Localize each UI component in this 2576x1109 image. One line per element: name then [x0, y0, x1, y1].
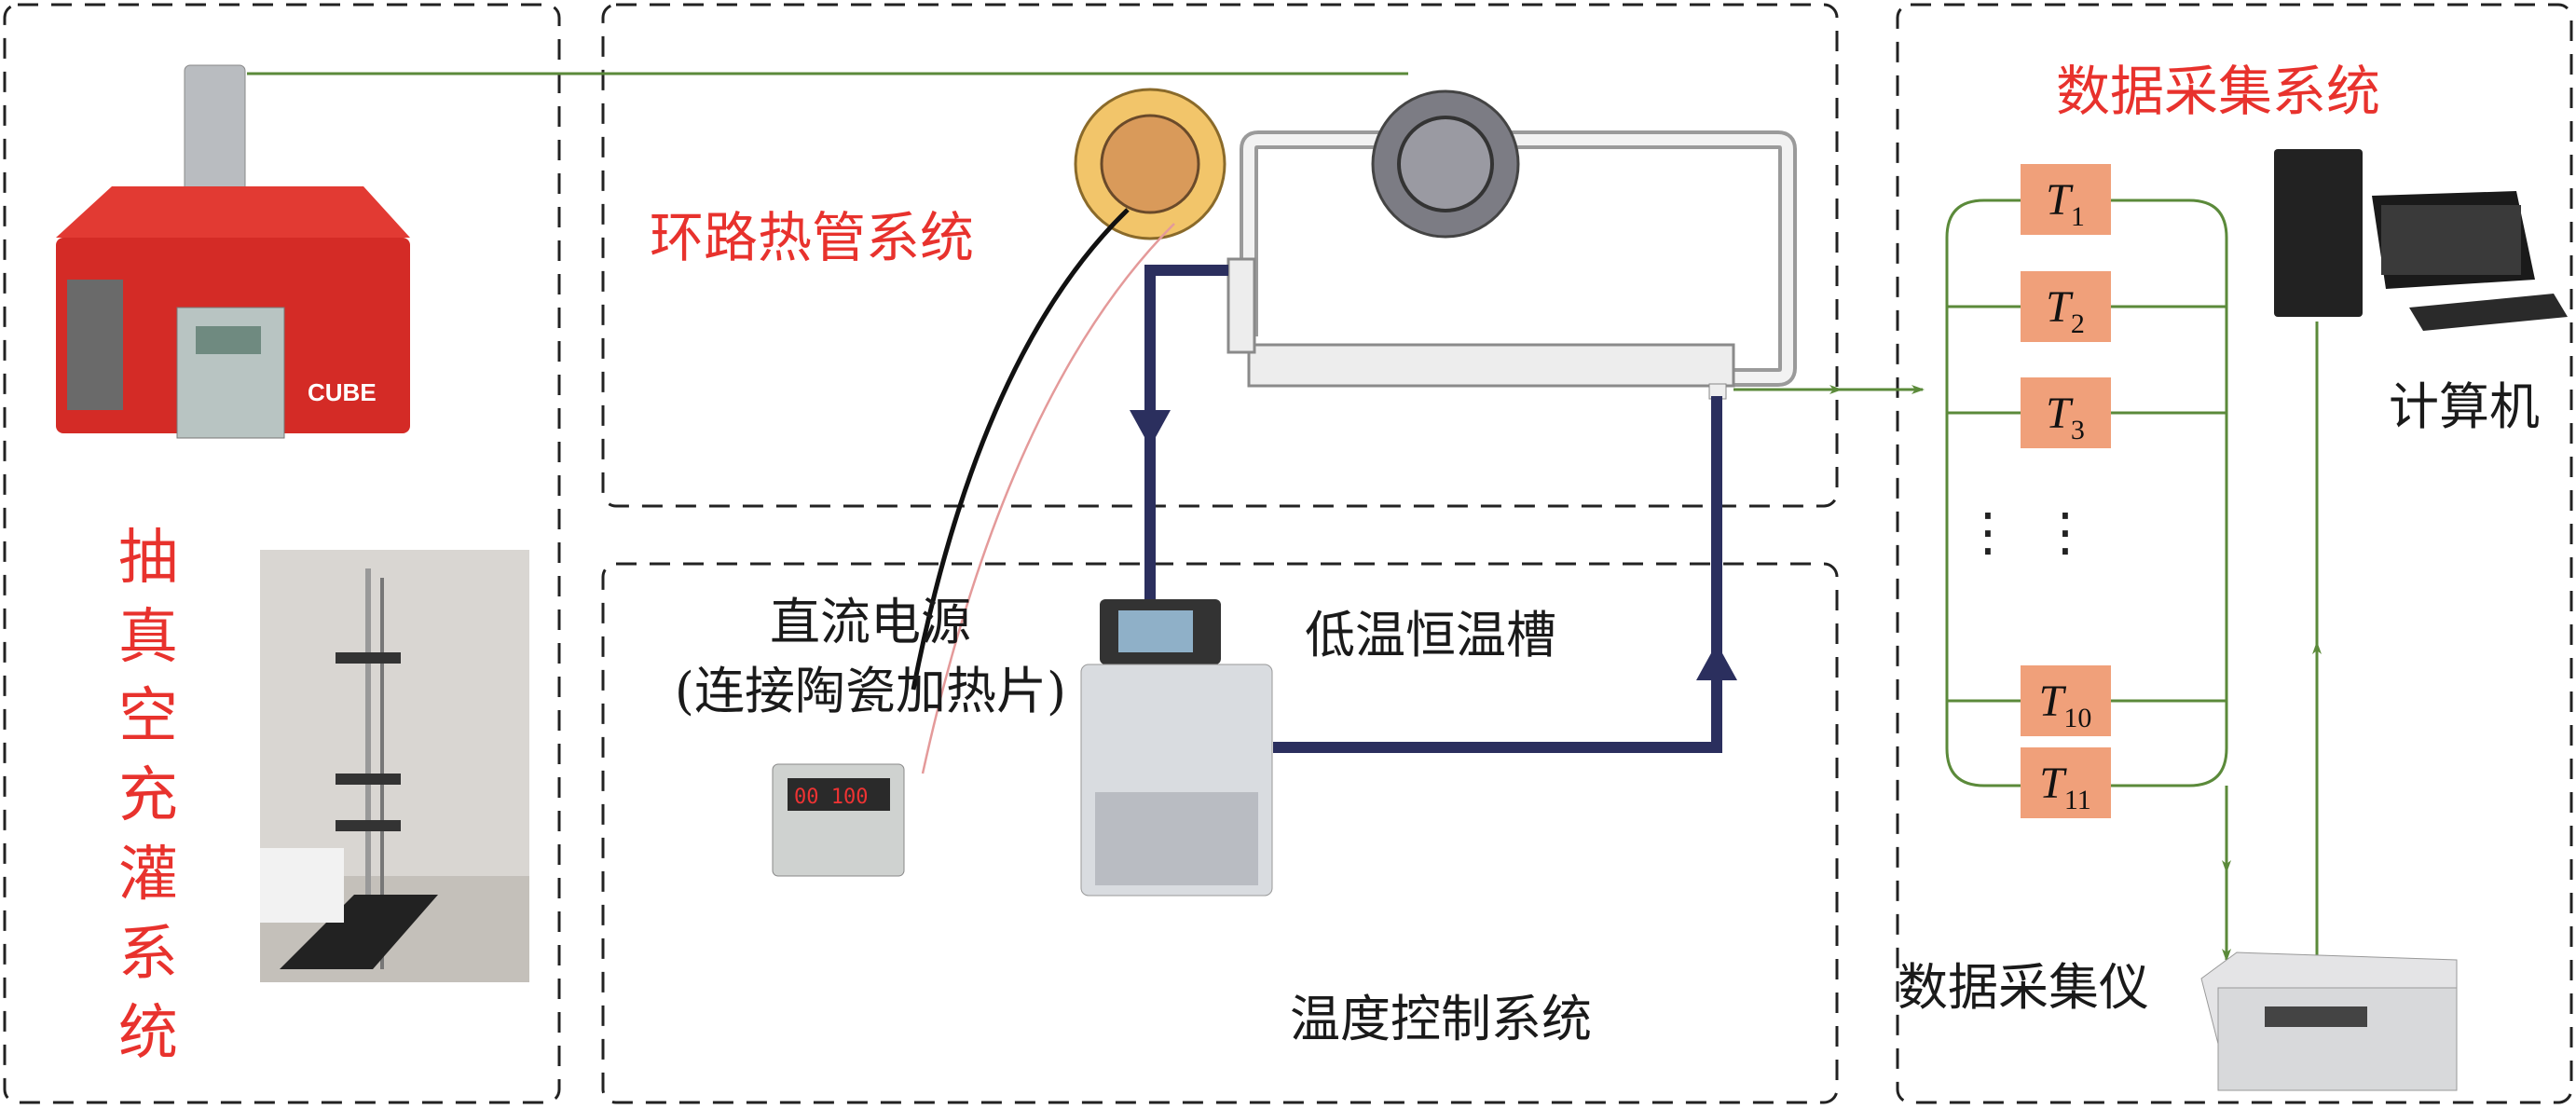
- loop-panel: [601, 3, 1839, 508]
- vacuum-panel: [3, 3, 561, 1104]
- thermostat-label: 低温恒温槽: [1305, 606, 1556, 664]
- svg-text:CUBE: CUBE: [308, 378, 377, 406]
- computer-image: [2274, 149, 2568, 331]
- sensor-bus: [1945, 199, 2322, 962]
- svg-text:灌: 灌: [118, 841, 178, 910]
- svg-text:T10: T10: [2039, 677, 2092, 733]
- data-logger-label: 数据采集仪: [1898, 958, 2149, 1017]
- sensor-t3: T3: [2021, 377, 2111, 448]
- sensor-t1: T1: [2021, 164, 2111, 235]
- sensor-t2: T2: [2021, 271, 2111, 342]
- svg-text:充: 充: [118, 761, 178, 830]
- vacuum-pump-image: CUBE: [56, 64, 410, 439]
- temperature-panel: [601, 562, 1839, 1104]
- svg-text:T3: T3: [2046, 389, 2085, 445]
- svg-text:系: 系: [118, 920, 178, 989]
- svg-text:抽: 抽: [118, 524, 178, 593]
- svg-text:00 100: 00 100: [794, 786, 868, 809]
- svg-text:统: 统: [118, 999, 178, 1068]
- vacuum-panel-title: 抽 真 空 充 灌 系 统: [118, 524, 178, 1068]
- loop-heat-pipe: [1226, 130, 1797, 400]
- power-supply-label: 直流电源: [770, 593, 971, 651]
- ellipsis-left: ⋮: [1962, 502, 2014, 563]
- svg-text:T11: T11: [2039, 759, 2091, 815]
- svg-text:T1: T1: [2046, 175, 2085, 232]
- sensor-t10: T10: [2021, 665, 2111, 736]
- svg-text:空: 空: [118, 682, 178, 751]
- computer-label: 计算机: [2389, 377, 2540, 436]
- sensor-t11: T11: [2021, 747, 2111, 818]
- orange-flange: [1074, 88, 1226, 240]
- grey-flange: [1371, 89, 1520, 239]
- dc-power-supply-image: 00 100: [772, 763, 905, 877]
- filling-stand-image: [260, 550, 529, 982]
- data-logger-image: [2200, 952, 2458, 1091]
- cryostat-image: [1080, 599, 1273, 897]
- svg-text:T2: T2: [2046, 282, 2085, 339]
- ellipsis-right: ⋮: [2039, 502, 2091, 563]
- loop-panel-title: 环路热管系统: [650, 206, 974, 269]
- coolant-lines: [1130, 265, 1737, 753]
- heater-cable-black: [911, 208, 1130, 691]
- power-supply-note: (连接陶瓷加热片): [675, 662, 1066, 720]
- svg-text:真: 真: [118, 603, 178, 672]
- temperature-panel-title: 温度控制系统: [1290, 990, 1592, 1048]
- data-panel: [1896, 3, 2573, 1104]
- heater-cable-red: [921, 223, 1175, 774]
- data-panel-title: 数据采集系统: [2056, 60, 2380, 123]
